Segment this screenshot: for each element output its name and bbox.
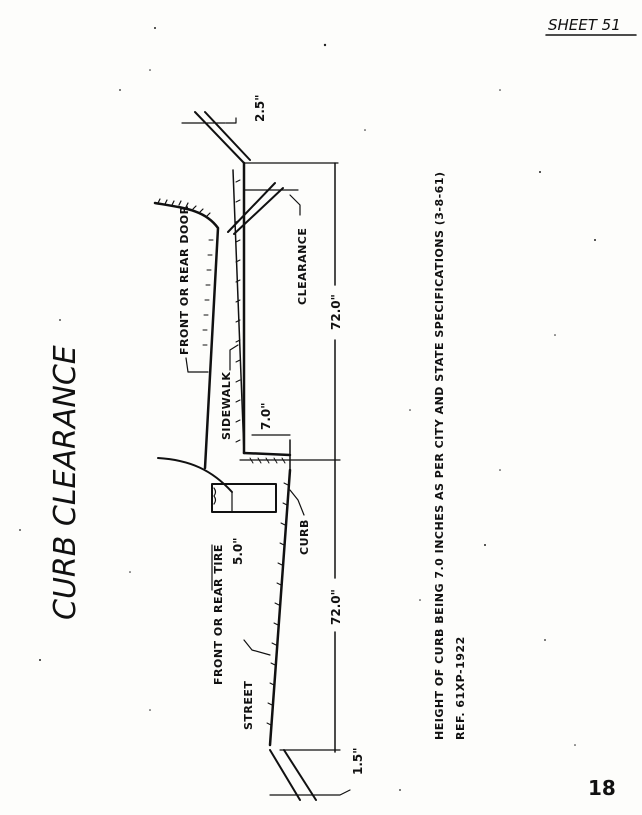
note-reference: REF. 61XP-1922 [454,636,467,740]
clearance-leader [289,194,301,216]
curb-leader [289,489,305,516]
dim-72-top: 72.0" [329,294,343,330]
label-curb: CURB [298,519,311,555]
break-line-lower [269,749,301,801]
dim-2-5: 2.5" [253,94,267,122]
door-hatch [157,198,211,217]
sidewalk-surface [232,169,245,454]
scan-specks [19,27,596,791]
street-hatch [266,482,289,726]
curb-top [242,451,292,457]
clearance-line-b [233,187,284,235]
tire-arc [157,457,233,493]
page-title: CURB CLEARANCE [48,345,83,620]
break-line-upper-2 [204,111,251,161]
dim-2-5-arrow [225,117,237,124]
break-line-lower-2 [283,749,317,801]
door-outline [153,201,220,470]
dim-7: 7.0" [259,402,273,430]
label-front-or-rear-tire: FRONT OR REAR TIRE [212,544,225,685]
sheet-number: SHEET 51 [548,16,621,34]
dim-1-5-ext [269,789,351,796]
dim-72-bottom: 72.0" [329,589,343,625]
label-clearance: CLEARANCE [296,228,309,305]
dim-1-5: 1.5" [351,747,365,775]
door-leader [185,357,209,373]
label-sidewalk: SIDEWALK [220,372,233,440]
label-front-or-rear-door: FRONT OR REAR DOOR [178,205,191,355]
sidewalk-leader [229,344,239,371]
body-hatch [202,239,214,346]
tire-block [211,483,277,513]
break-line-upper [194,111,245,164]
dim-5: 5.0" [231,537,245,565]
tire-tread [213,487,217,505]
note-height-of-curb: HEIGHT OF CURB BEING 7.0 INCHES AS PER C… [433,171,446,740]
street-leader [243,639,271,656]
page-number: 18 [588,776,616,800]
clearance-line-a [227,182,276,233]
label-street: STREET [242,681,255,730]
street-surface [268,468,292,747]
